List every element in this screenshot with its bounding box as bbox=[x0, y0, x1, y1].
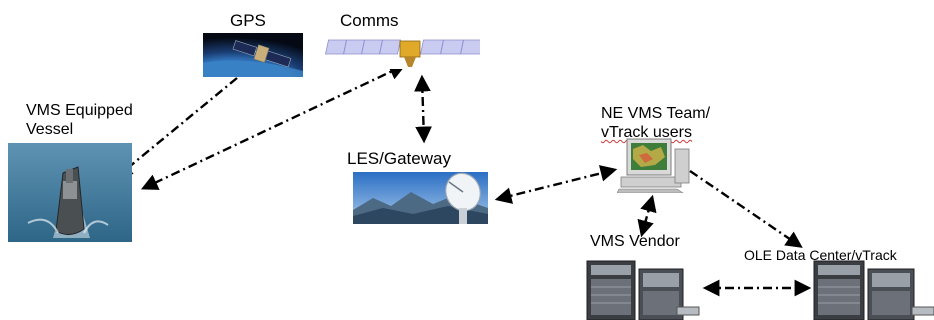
datacenter-server-rack-image bbox=[812, 259, 934, 320]
link-team-datacenter bbox=[689, 170, 803, 248]
link-gps-vessel bbox=[115, 77, 238, 179]
gps-satellite-image bbox=[203, 33, 303, 77]
vendor-label: VMS Vendor bbox=[590, 233, 680, 250]
team-label: NE VMS Team/ vTrack users bbox=[601, 104, 710, 142]
gps-label: GPS bbox=[230, 11, 266, 30]
team-label-line2: vTrack users bbox=[601, 124, 692, 141]
workstation-computer-image bbox=[617, 137, 692, 193]
vessel-image bbox=[8, 143, 132, 242]
comms-satellite-image bbox=[320, 33, 480, 69]
link-team-vendor bbox=[637, 194, 657, 238]
vessel-label: VMS Equipped Vessel bbox=[26, 101, 133, 139]
datacenter-label: OLE Data Center/vTrack bbox=[744, 247, 897, 263]
vendor-server-rack-image bbox=[585, 259, 700, 320]
comms-label: Comms bbox=[340, 11, 399, 30]
link-les-team bbox=[494, 165, 618, 204]
les-gateway-label: LES/Gateway bbox=[347, 149, 451, 168]
vessel-label-line1: VMS Equipped bbox=[26, 102, 133, 119]
vessel-label-line2: Vessel bbox=[26, 121, 74, 138]
les-gateway-dish-image bbox=[353, 172, 488, 224]
link-comms-vessel bbox=[140, 64, 407, 190]
team-label-line1: NE VMS Team/ bbox=[601, 105, 711, 122]
link-comms-les bbox=[414, 74, 432, 144]
